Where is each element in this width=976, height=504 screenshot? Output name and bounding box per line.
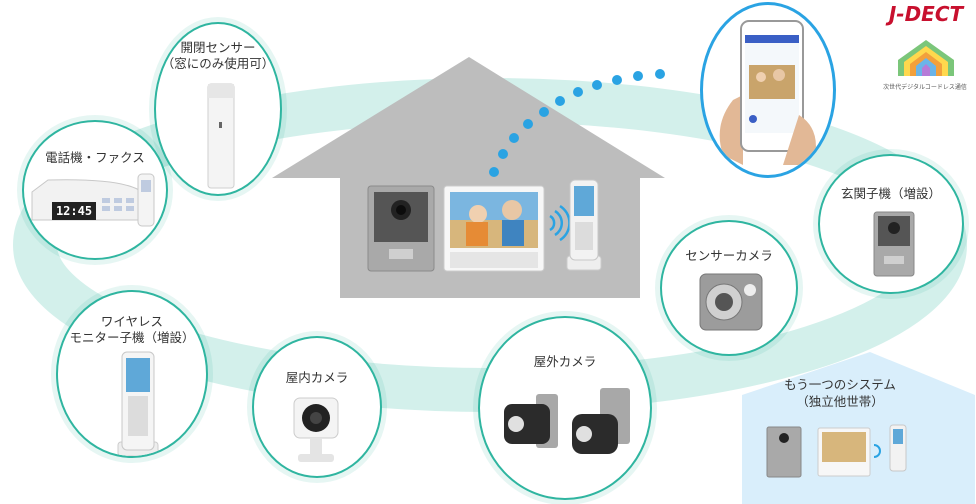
jdect-tagline: 次世代デジタルコードレス通信 xyxy=(883,84,967,91)
outdoor-camera-icon xyxy=(504,388,630,454)
phone-fax-label: 電話機・ファクス xyxy=(45,150,145,165)
door-sensor-icon xyxy=(207,83,235,189)
entrance-unit-label: 玄関子機（増設） xyxy=(840,186,941,201)
outdoor-camera-circle: 屋外カメラ xyxy=(478,316,652,500)
open-close-sensor-circle: 開閉センサー （窓にのみ使用可） xyxy=(154,22,282,196)
main-monitor xyxy=(443,185,545,272)
indoor-camera-icon xyxy=(293,397,339,462)
handset-icon xyxy=(117,351,159,456)
other-system-devices xyxy=(766,424,907,478)
wireless-monitor-line2: モニター子機（増設） xyxy=(69,330,195,345)
entrance-unit-circle: 玄関子機（増設） xyxy=(818,154,964,294)
sensor-label-line1: 開閉センサー xyxy=(180,40,256,55)
phone-fax-circle: 電話機・ファクス 12:45 xyxy=(22,120,168,260)
jdect-logo-text: J-DECT xyxy=(888,2,964,26)
sensor-camera-label: センサーカメラ xyxy=(685,248,773,263)
sensor-camera-circle: センサーカメラ xyxy=(660,220,798,356)
wireless-dots xyxy=(483,69,665,197)
other-system-label-line2: （独立他世帯） xyxy=(796,394,884,409)
indoor-camera-label: 屋内カメラ xyxy=(285,370,349,385)
smartphone-icon xyxy=(719,20,816,165)
sensor-label-line2: （窓にのみ使用可） xyxy=(161,56,275,71)
indoor-camera-circle: 屋内カメラ xyxy=(252,336,382,478)
wireless-monitor-line1: ワイヤレス xyxy=(100,314,164,329)
wifi-signal xyxy=(549,204,571,242)
door-station-main xyxy=(367,185,435,272)
phone-fax-icon xyxy=(31,173,155,227)
handset-main xyxy=(566,179,602,271)
entrance-unit-icon xyxy=(873,211,915,277)
jdect-logo: J-DECT 次世代デジタルコードレス通信 xyxy=(876,2,976,92)
smartphone-circle xyxy=(700,2,836,178)
fax-clock: 12:45 xyxy=(55,204,93,218)
other-system-label-line1: もう一つのシステム xyxy=(784,377,896,392)
wireless-monitor-circle: ワイヤレス モニター子機（増設） xyxy=(56,290,208,458)
rainbow-house-icon xyxy=(898,40,954,76)
sensor-camera-icon xyxy=(699,273,763,331)
outdoor-camera-label: 屋外カメラ xyxy=(533,354,597,369)
